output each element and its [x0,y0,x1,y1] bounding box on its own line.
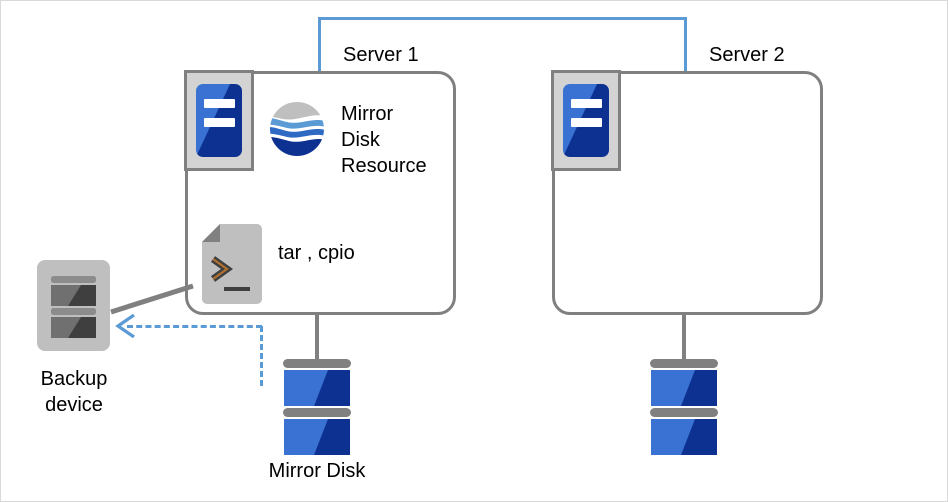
tar-cpio-label: tar , cpio [278,242,355,264]
backup-to-server-connector [110,283,194,315]
backup-flow-vertical [260,326,263,386]
server-icon [184,70,254,171]
backup-device-icon [37,260,110,351]
server-icon [551,70,621,171]
terminal-icon [202,224,262,304]
globe-icon [270,102,324,156]
backup-device-label: Backup device [40,368,108,416]
backup-flow-arrow-icon [115,314,135,338]
server-chassis-shape [563,84,609,157]
server2-label: Server 2 [709,44,785,66]
disk-stack-icon [283,359,351,455]
server-slot-bottom [571,118,602,127]
mirror-disk-resource-label: Mirror Disk Resource [341,103,427,177]
backup-flow-horizontal [127,325,262,328]
mirror-disk-label: Mirror Disk [268,460,366,482]
server1-label: Server 1 [343,44,419,66]
server2-to-disk-connector [682,313,686,363]
cluster-bracket-connector [318,17,687,74]
server1-to-disk-connector [315,313,319,363]
disk-stack-icon [650,359,718,455]
server-chassis-shape [196,84,242,157]
server-slot-top [204,99,235,108]
server-slot-bottom [204,118,235,127]
server-slot-top [571,99,602,108]
